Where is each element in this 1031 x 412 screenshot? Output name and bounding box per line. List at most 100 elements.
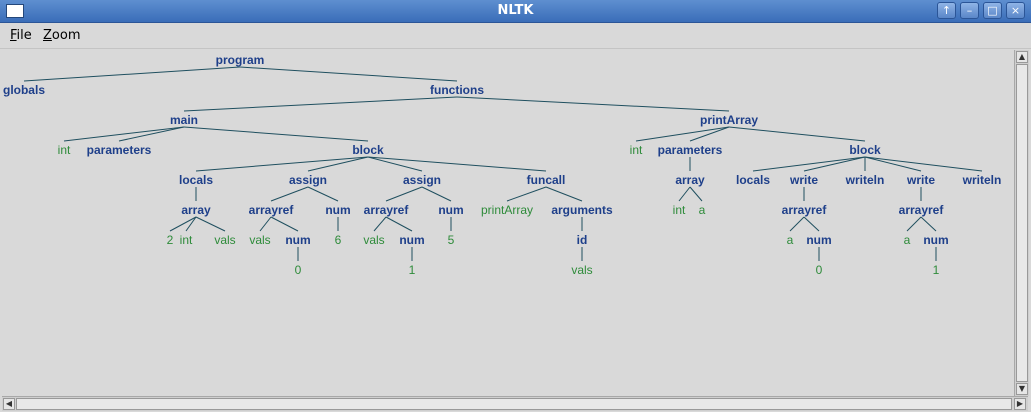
tree-node[interactable]: num xyxy=(923,233,948,247)
tree-edge xyxy=(307,156,369,172)
tree-node[interactable]: num xyxy=(438,203,463,217)
scroll-left-arrow-icon[interactable]: ◀ xyxy=(3,398,15,410)
tree-edge xyxy=(239,66,458,82)
tree-node[interactable]: program xyxy=(216,53,265,67)
tree-leaf[interactable]: a xyxy=(787,233,794,247)
shade-button[interactable]: ↑ xyxy=(937,2,956,19)
tree-leaf[interactable]: 6 xyxy=(335,233,342,247)
tree-node[interactable]: num xyxy=(806,233,831,247)
tree-edge xyxy=(789,216,805,232)
tree-leaf[interactable]: int xyxy=(58,143,71,157)
tree-node[interactable]: writeln xyxy=(962,173,1002,187)
tree-leaf[interactable]: 1 xyxy=(933,263,940,277)
minimize-icon: – xyxy=(966,4,973,17)
tree-edge xyxy=(456,96,730,112)
tree-node[interactable]: parameters xyxy=(87,143,152,157)
scroll-up-arrow-icon[interactable]: ▲ xyxy=(1016,51,1028,63)
tree-edge xyxy=(635,126,730,142)
tree-node[interactable]: block xyxy=(352,143,384,157)
tree-node[interactable]: arguments xyxy=(551,203,613,217)
menu-bar: File Zoom xyxy=(0,23,1031,49)
tree-leaf[interactable]: vals xyxy=(214,233,235,247)
close-icon: × xyxy=(1010,4,1021,17)
tree-edge xyxy=(259,216,272,232)
tree-edge xyxy=(118,126,185,142)
tree-node[interactable]: assign xyxy=(403,173,441,187)
menu-file[interactable]: File xyxy=(10,28,32,43)
tree-node[interactable]: assign xyxy=(289,173,327,187)
tree-edge xyxy=(728,126,866,142)
tree-leaf[interactable]: vals xyxy=(363,233,384,247)
tree-node[interactable]: array xyxy=(675,173,705,187)
tree-node[interactable]: funcall xyxy=(527,173,566,187)
vertical-scrollbar[interactable]: ▲ ▼ xyxy=(1014,50,1029,396)
scroll-right-arrow-icon[interactable]: ▶ xyxy=(1014,398,1026,410)
tree-edge xyxy=(689,126,730,142)
tree-edge xyxy=(864,156,983,172)
tree-node[interactable]: arrayref xyxy=(899,203,945,217)
maximize-button[interactable]: □ xyxy=(983,2,1002,19)
vertical-scroll-thumb[interactable] xyxy=(1016,64,1028,382)
tree-node[interactable]: write xyxy=(906,173,935,187)
horizontal-scrollbar[interactable]: ◀ ▶ xyxy=(2,396,1028,411)
scroll-down-arrow-icon[interactable]: ▼ xyxy=(1016,383,1028,395)
tree-edge xyxy=(803,216,820,232)
tree-node[interactable]: main xyxy=(170,113,198,127)
tree-node[interactable]: printArray xyxy=(700,113,758,127)
tree-leaf[interactable]: 5 xyxy=(448,233,455,247)
tree-leaf[interactable]: 0 xyxy=(295,263,302,277)
tree-leaf[interactable]: 1 xyxy=(409,263,416,277)
tree-node[interactable]: array xyxy=(181,203,211,217)
tree-edge xyxy=(689,186,703,202)
tree-node[interactable]: globals xyxy=(3,83,45,97)
tree-node[interactable]: write xyxy=(789,173,818,187)
tree-leaf[interactable]: vals xyxy=(249,233,270,247)
tree-edge xyxy=(63,126,185,142)
tree-leaf[interactable]: int xyxy=(180,233,193,247)
tree-leaf[interactable]: vals xyxy=(571,263,592,277)
window-title: NLTK xyxy=(497,3,534,18)
tree-leaf[interactable]: 0 xyxy=(816,263,823,277)
maximize-icon: □ xyxy=(987,4,998,17)
title-bar[interactable]: NLTK ↑ – □ × xyxy=(0,0,1031,23)
tree-edge xyxy=(373,216,387,232)
tree-node[interactable]: block xyxy=(849,143,881,157)
close-button[interactable]: × xyxy=(1006,2,1025,19)
tree-node[interactable]: num xyxy=(399,233,424,247)
tree-edge xyxy=(385,186,423,202)
tree-leaf[interactable]: a xyxy=(904,233,911,247)
tree-leaf[interactable]: 2 xyxy=(167,233,174,247)
arrow-up-icon: ↑ xyxy=(941,4,952,17)
tree-leaf[interactable]: a xyxy=(699,203,706,217)
tree-node[interactable]: arrayref xyxy=(364,203,410,217)
minimize-button[interactable]: – xyxy=(960,2,979,19)
tree-edge xyxy=(367,156,547,172)
tree-edge xyxy=(421,186,452,202)
tree-node[interactable]: num xyxy=(285,233,310,247)
menu-zoom[interactable]: Zoom xyxy=(43,28,81,43)
tree-leaf[interactable]: int xyxy=(673,203,686,217)
parse-tree: program globals functions main int parameters… xyxy=(3,53,1002,277)
tree-node[interactable]: arrayref xyxy=(249,203,295,217)
tree-edge xyxy=(367,156,423,172)
tree-leaf[interactable]: int xyxy=(630,143,643,157)
tree-edge xyxy=(864,156,922,172)
tree-node[interactable]: arrayref xyxy=(782,203,828,217)
tree-canvas[interactable]: program globals functions main int parameters… xyxy=(2,50,1014,396)
tree-node[interactable]: locals xyxy=(179,173,213,187)
tree-node[interactable]: id xyxy=(577,233,588,247)
tree-node[interactable]: num xyxy=(325,203,350,217)
tree-node[interactable]: functions xyxy=(430,83,484,97)
window-icon[interactable] xyxy=(6,4,24,18)
tree-edge xyxy=(270,186,309,202)
tree-edge xyxy=(23,66,241,82)
tree-edge xyxy=(906,216,922,232)
tree-node[interactable]: writeln xyxy=(845,173,885,187)
tree-edge xyxy=(185,216,197,232)
tree-edge xyxy=(195,216,226,232)
horizontal-scroll-thumb[interactable] xyxy=(16,398,1012,410)
tree-leaf[interactable]: printArray xyxy=(481,203,533,217)
tree-node[interactable]: parameters xyxy=(658,143,723,157)
tree-node[interactable]: locals xyxy=(736,173,770,187)
tree-edge xyxy=(195,156,369,172)
